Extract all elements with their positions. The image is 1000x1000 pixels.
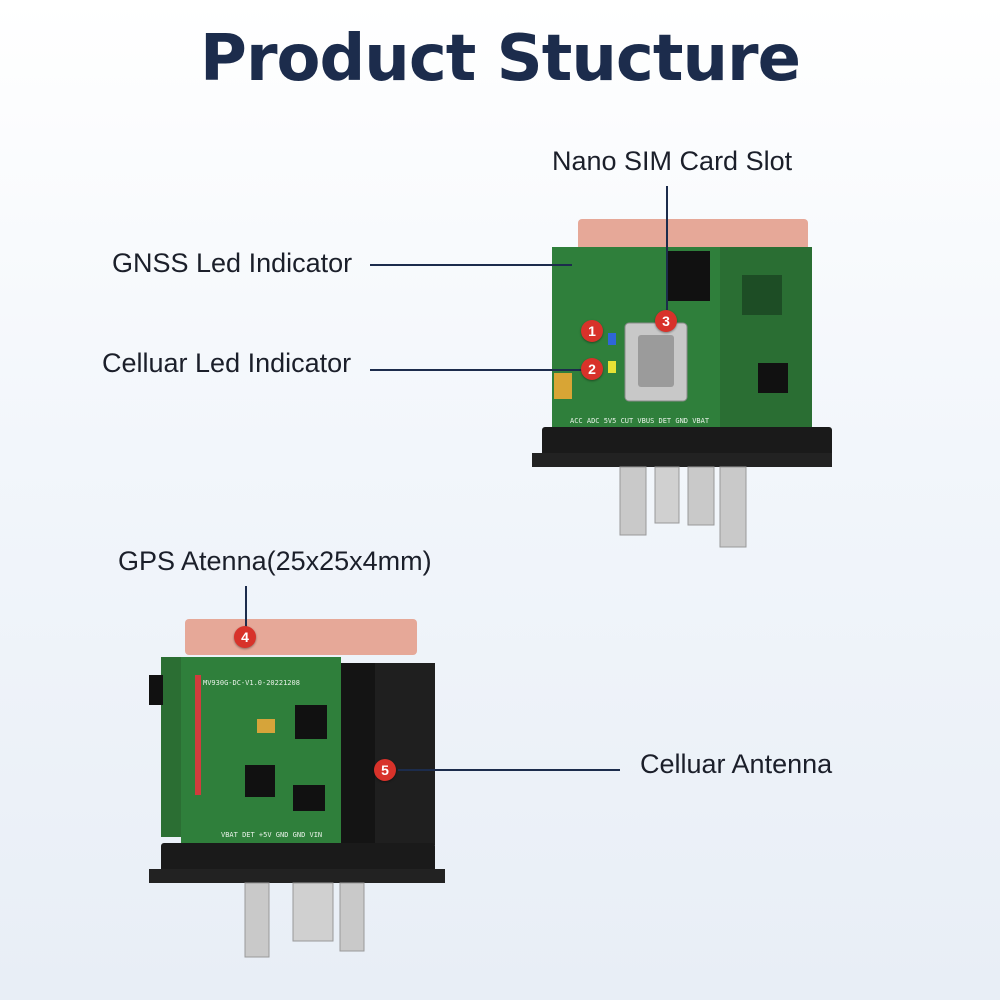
nano-sim-leader (666, 186, 668, 310)
cellular-led-leader (370, 369, 585, 371)
badge-1: 1 (581, 320, 603, 342)
gnss-led-leader (370, 264, 572, 266)
bottom-model-label: MV930G-DC-V1.0-20221208 (203, 679, 300, 687)
badge-2: 2 (581, 358, 603, 380)
gnss-led-label: GNSS Led Indicator (112, 248, 353, 278)
cellular-led-label: Celluar Led Indicator (102, 348, 352, 378)
top-pin-labels: ACC ADC 5V5 CUT VBUS DET GND VBAT (570, 417, 710, 425)
page-title: Product Stucture (200, 22, 801, 96)
cellular-antenna-leader (398, 769, 620, 771)
badge-4: 4 (234, 626, 256, 648)
top-device-image: ACC ADC 5V5 CUT VBUS DET GND VBAT (532, 219, 832, 548)
badge-3: 3 (655, 310, 677, 332)
gps-antenna-label: GPS Atenna(25x25x4mm) (118, 546, 432, 576)
gps-antenna-leader (245, 586, 247, 628)
bottom-pin-labels: VBAT DET +5V GND GND VIN (221, 831, 322, 839)
badge-5: 5 (374, 759, 396, 781)
bottom-device-image: MV930G-DC-V1.0-20221208 VBAT DET +5V GND… (149, 619, 445, 958)
nano-sim-label: Nano SIM Card Slot (552, 146, 793, 176)
cellular-antenna-label: Celluar Antenna (640, 749, 833, 779)
